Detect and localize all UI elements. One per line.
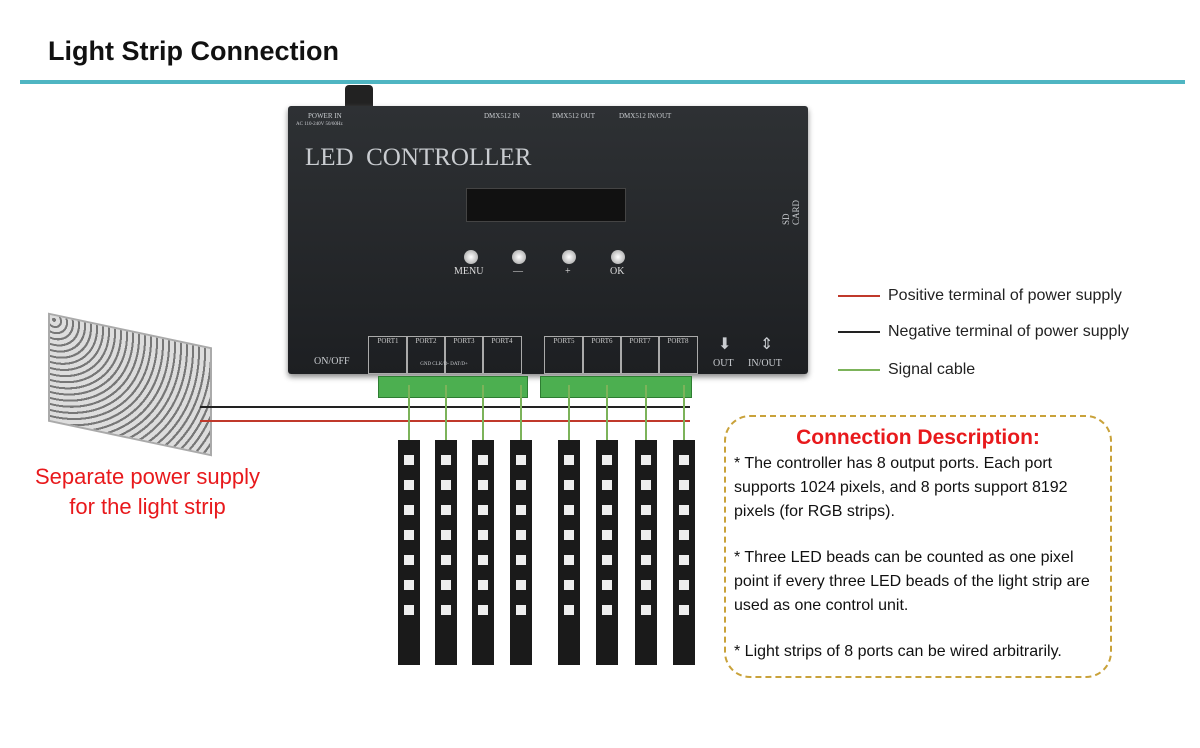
sd-card-label: SD CARD — [781, 199, 801, 225]
page-title: Light Strip Connection — [48, 36, 339, 66]
lcd-display — [466, 188, 626, 222]
led-strip-6 — [596, 440, 618, 665]
port-label: PORT3 — [453, 337, 475, 345]
description-paragraph: * Three LED beads can be counted as one … — [734, 549, 1090, 614]
legend-signal: Signal cable — [838, 361, 975, 379]
port-5: PORT5 — [544, 336, 584, 374]
psu-label-line: for the light strip — [69, 494, 226, 519]
ok-button[interactable] — [611, 250, 625, 264]
psu-label-line: Separate power supply — [34, 464, 261, 489]
port-8: PORT8 — [658, 336, 698, 374]
port-label: PORT1 — [377, 337, 399, 345]
dmx-inout-label: DMX512 IN/OUT — [619, 112, 672, 120]
port-label: PORT2 — [415, 337, 437, 345]
led-strip-3 — [472, 440, 494, 665]
menu-label: MENU — [454, 266, 484, 277]
ok-label: OK — [610, 266, 625, 277]
description-title: Connection Description: — [796, 426, 1040, 449]
dmx-in-label: DMX512 IN — [484, 112, 520, 120]
port-4: PORT4 — [482, 336, 522, 374]
plus-label: + — [565, 266, 571, 277]
port-label: PORT7 — [629, 337, 651, 345]
menu-button[interactable] — [464, 250, 478, 264]
port-1: PORT1 — [368, 336, 408, 374]
legend-positive: Positive terminal of power supply — [838, 287, 1122, 305]
port-2: PORT2 — [406, 336, 446, 374]
arrow-updown-icon: ⇕ — [760, 336, 774, 353]
title-divider — [20, 80, 1185, 84]
led-strip-8 — [673, 440, 695, 665]
controller-name: LED CONTROLLER — [305, 144, 532, 171]
led-strip-7 — [635, 440, 657, 665]
power-in-label: POWER IN — [308, 112, 342, 120]
plus-button[interactable] — [562, 250, 576, 264]
power-supply-label: Separate power supply for the light stri… — [15, 462, 280, 522]
description-paragraph: * Light strips of 8 ports can be wired a… — [734, 643, 1062, 660]
power-supply-image — [48, 312, 212, 457]
on-off-label: ON/OFF — [314, 356, 350, 367]
legend-negative: Negative terminal of power supply — [838, 323, 1129, 341]
terminal-block-left — [378, 376, 528, 398]
dmx-out-label: DMX512 OUT — [552, 112, 595, 120]
port-label: PORT5 — [553, 337, 575, 345]
connection-description-box: Connection Description: * The controller… — [724, 415, 1112, 678]
led-strip-5 — [558, 440, 580, 665]
terminal-block-right — [540, 376, 692, 398]
port-7: PORT7 — [620, 336, 660, 374]
arrow-down-icon: ⬇ — [718, 336, 732, 353]
led-strip-2 — [435, 440, 457, 665]
port-label: PORT6 — [591, 337, 613, 345]
minus-button[interactable] — [512, 250, 526, 264]
port-label: PORT8 — [667, 337, 689, 345]
in-out-label: IN/OUT — [748, 358, 782, 369]
led-strip-1 — [398, 440, 420, 665]
port-6: PORT6 — [582, 336, 622, 374]
port-3: PORT3 — [444, 336, 484, 374]
minus-label: — — [513, 266, 523, 277]
led-strip-4 — [510, 440, 532, 665]
led-controller: POWER IN AC 110-240V 50/60Hz DMX512 IN D… — [288, 106, 808, 374]
voltage-label: AC 110-240V 50/60Hz — [296, 122, 343, 127]
port-label: PORT4 — [491, 337, 513, 345]
out-label: OUT — [713, 358, 734, 369]
description-paragraph: * The controller has 8 output ports. Eac… — [734, 455, 1068, 520]
pin-labels: GND CLK/D- DAT/D+ — [420, 362, 468, 367]
